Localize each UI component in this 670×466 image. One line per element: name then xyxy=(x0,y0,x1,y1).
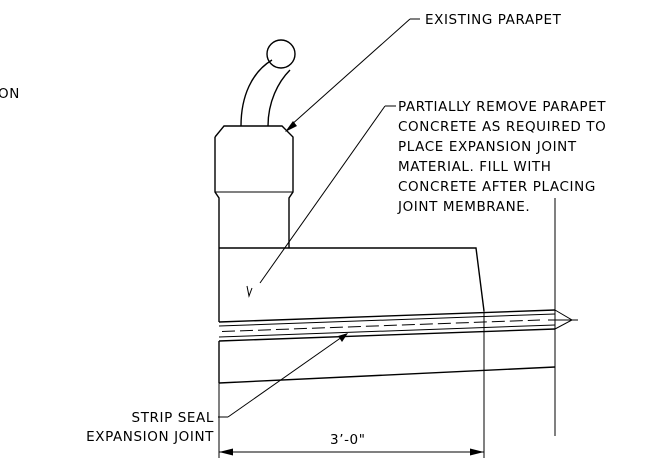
note-line: CONCRETE AS REQUIRED TO xyxy=(398,119,606,135)
existing-parapet-label: EXISTING PARAPET xyxy=(425,12,562,28)
leader-partial-removal xyxy=(259,105,396,284)
leader-existing-parapet xyxy=(285,18,420,132)
parapet-outline xyxy=(214,125,485,322)
leader-strip-seal xyxy=(218,333,348,418)
strip-seal-band xyxy=(218,309,578,342)
note-line: PARTIALLY REMOVE PARAPET xyxy=(398,99,606,115)
note-line: MATERIAL. FILL WITH xyxy=(398,159,552,175)
strip-seal-line: EXPANSION JOINT xyxy=(86,429,214,445)
dimension-3ft xyxy=(218,311,485,458)
parapet-rail xyxy=(240,39,296,127)
tick-mark xyxy=(246,285,253,298)
strip-seal-label: STRIP SEAL EXPANSION JOINT xyxy=(86,410,214,445)
rail-cap xyxy=(266,39,296,69)
note-line: CONCRETE AFTER PLACING xyxy=(398,179,596,195)
strip-seal-line: STRIP SEAL xyxy=(132,410,214,426)
partial-removal-note: PARTIALLY REMOVE PARAPET CONCRETE AS REQ… xyxy=(397,99,606,215)
slab-bottom-edge xyxy=(218,366,556,384)
left-edge-text-fragment: ON xyxy=(0,86,20,102)
note-line: JOINT MEMBRANE. xyxy=(397,199,530,215)
note-line: PLACE EXPANSION JOINT xyxy=(398,139,577,155)
dimension-label: 3’-0" xyxy=(330,432,366,448)
